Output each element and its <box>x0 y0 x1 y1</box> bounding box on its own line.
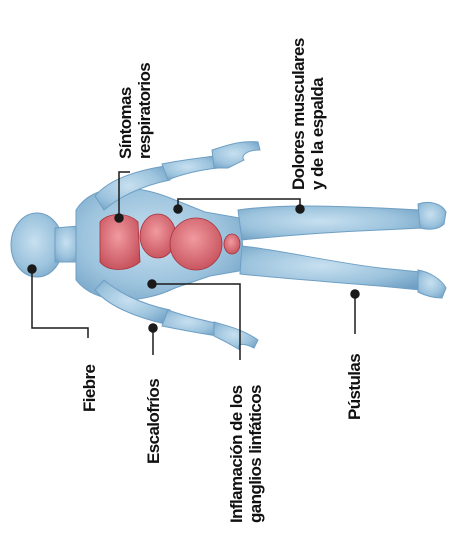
label-lymph: Inflamación de los ganglios linfáticos <box>227 385 265 523</box>
label-respiratory-line1: Síntomas <box>116 63 135 159</box>
leg-bottom <box>240 246 420 290</box>
intestines <box>170 218 222 270</box>
label-lymph-line1: Inflamación de los <box>227 385 246 523</box>
lungs <box>100 215 140 270</box>
label-respiratory: Síntomas respiratorios <box>116 63 154 159</box>
foot-top <box>418 202 446 229</box>
label-pustules: Pústulas <box>345 354 364 420</box>
label-chills-line1: Escalofríos <box>144 379 163 464</box>
bladder <box>224 234 240 254</box>
label-fever-line1: Fiebre <box>80 365 99 412</box>
label-muscle-back: Dolores musculares y de la espalda <box>289 38 327 190</box>
hand-top <box>212 142 260 168</box>
label-respiratory-line2: respiratorios <box>135 63 154 159</box>
label-lymph-line2: ganglios linfáticos <box>246 385 265 523</box>
label-fever: Fiebre <box>80 365 99 412</box>
liver <box>140 214 176 258</box>
label-pustules-line1: Pústulas <box>345 354 364 420</box>
foot-bottom <box>418 270 446 298</box>
label-muscle-back-line2: y de la espalda <box>308 38 327 190</box>
forearm-bottom <box>162 310 220 336</box>
hand-bottom <box>214 322 258 350</box>
forearm-top <box>162 156 218 180</box>
leg-top <box>238 206 422 240</box>
label-chills: Escalofríos <box>144 379 163 464</box>
label-muscle-back-line1: Dolores musculares <box>289 38 308 190</box>
